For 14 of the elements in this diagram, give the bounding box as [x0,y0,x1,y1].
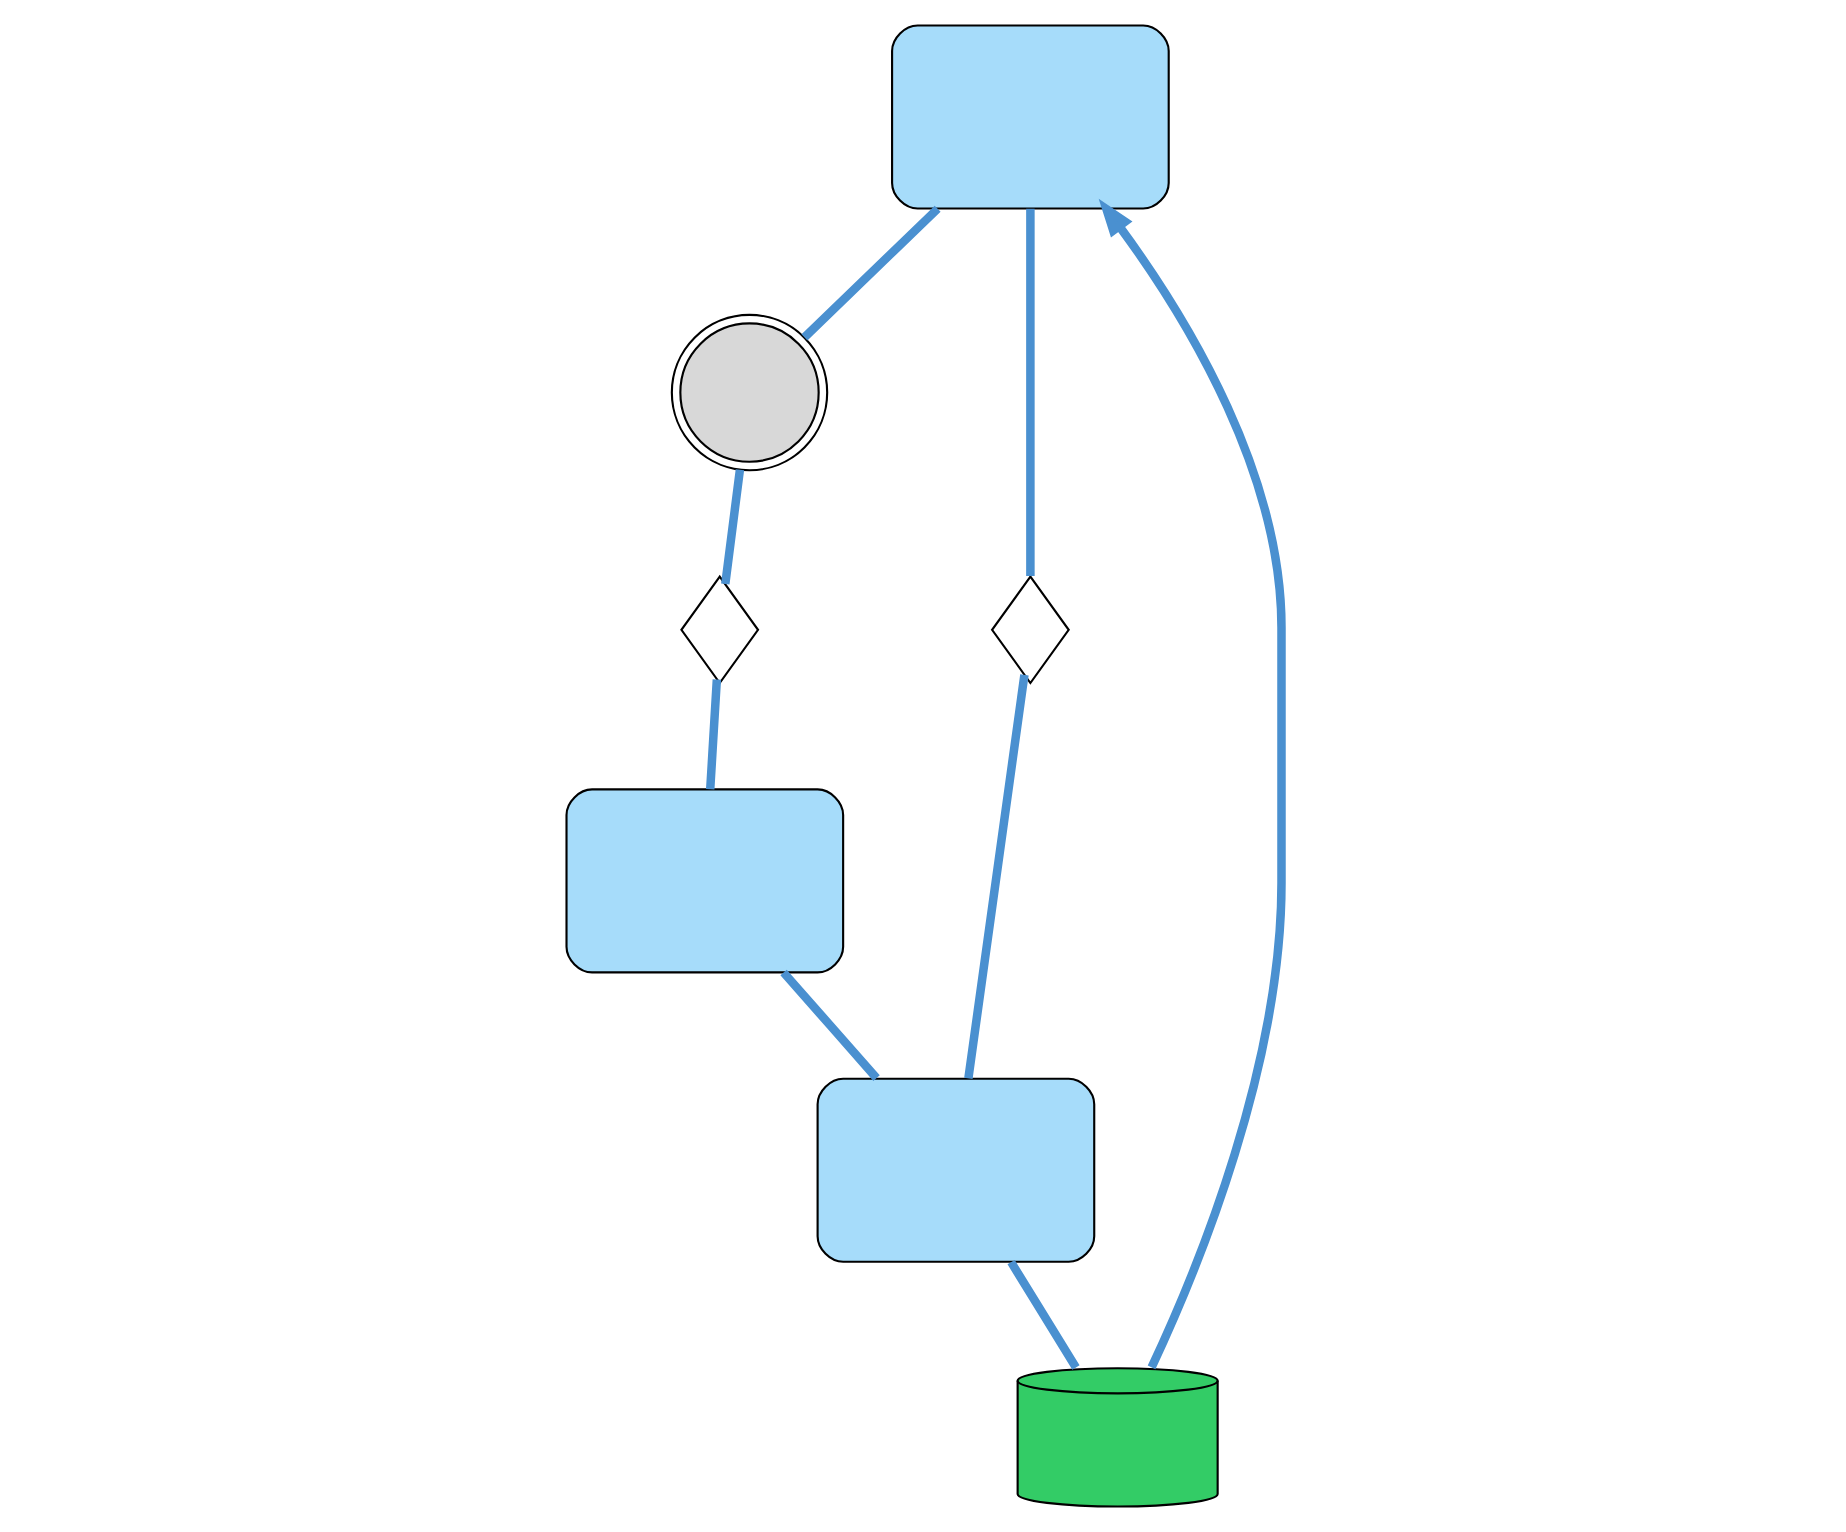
node-coil [669,313,828,472]
node-box [564,788,844,974]
connector [963,674,1028,1079]
connector [1006,1259,1079,1370]
connector [705,679,721,790]
connector [720,469,744,585]
connector [1025,208,1034,577]
node-valve [989,574,1069,685]
connector [800,205,940,341]
node-valve [679,574,759,685]
arrow [1097,198,1285,1370]
node-box [815,1077,1095,1263]
connector [779,969,879,1081]
node-box [890,24,1169,210]
